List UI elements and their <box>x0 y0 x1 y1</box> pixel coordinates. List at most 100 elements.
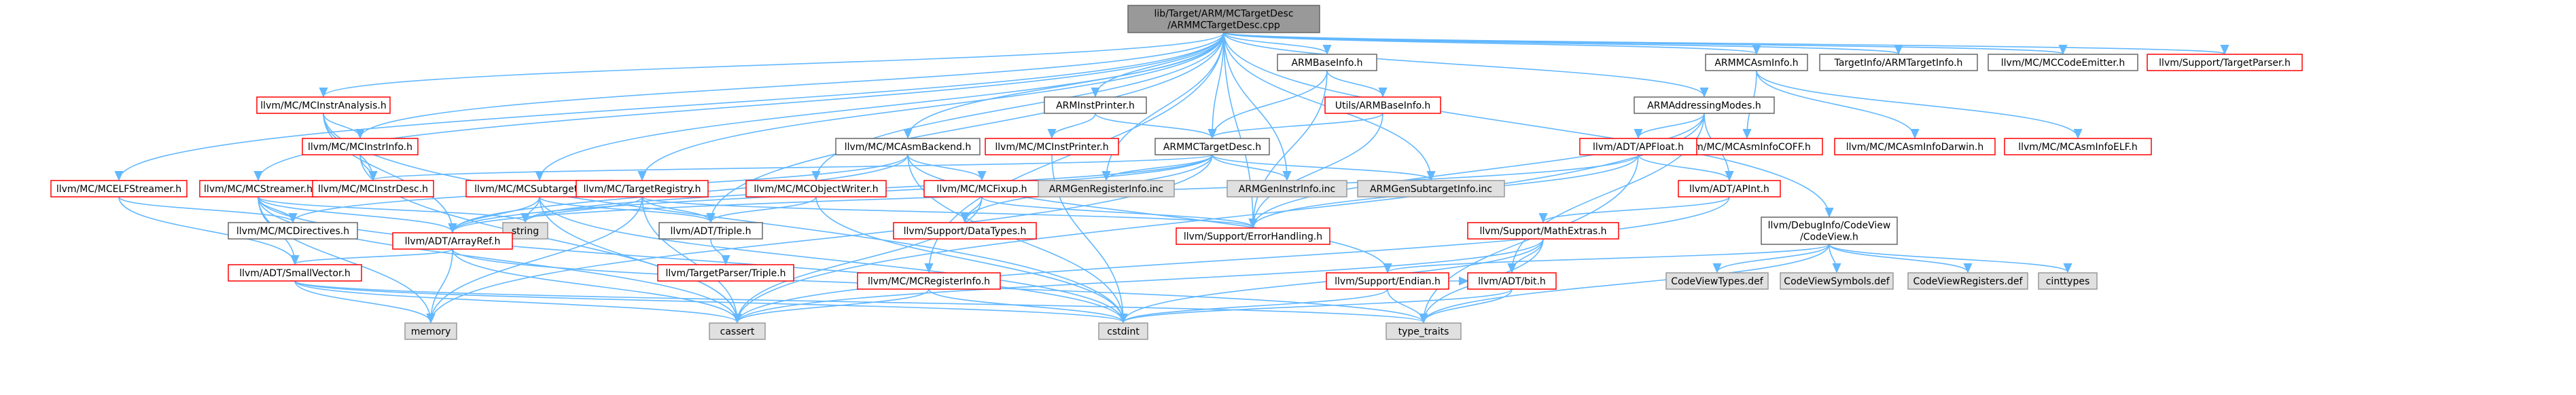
node-box <box>256 96 391 114</box>
node-armgen-register-info[interactable]: ARMGenRegisterInfo.inc <box>1038 180 1175 198</box>
node-label: llvm/MC/MCInstPrinter.h <box>995 142 1108 153</box>
edge-mcinstr-info-to-mcinstr-desc <box>359 154 373 180</box>
edge-armmctarget-desc-to-armgen-register-info <box>1106 154 1213 180</box>
node-box <box>1907 272 2028 290</box>
node-label: llvm/MC/MCInstrInfo.h <box>308 142 412 153</box>
node-label: lib/Target/ARM/MCTargetDesc <box>1154 9 1293 20</box>
node-label: ARMGenRegisterInfo.inc <box>1049 184 1164 195</box>
edge-math-extras-to-cassert <box>737 238 1544 322</box>
node-label: llvm/Support/ErrorHandling.h <box>1184 231 1322 242</box>
node-error-handling[interactable]: llvm/Support/ErrorHandling.h <box>1176 227 1330 245</box>
node-box <box>1467 222 1619 240</box>
node-target-parser-triple[interactable]: llvm/TargetParser/Triple.h <box>657 264 794 282</box>
node-code-view-types[interactable]: CodeViewTypes.def <box>1665 272 1769 290</box>
edge-arminst-printer-to-mcinst-printer <box>1052 113 1096 138</box>
node-code-view-registers[interactable]: CodeViewRegisters.def <box>1907 272 2028 290</box>
node-box <box>1098 322 1148 340</box>
node-box <box>1357 180 1505 198</box>
node-armaddressing-modes[interactable]: ARMAddressingModes.h <box>1634 96 1775 114</box>
node-mcstreamer[interactable]: llvm/MC/MCStreamer.h <box>199 180 317 198</box>
node-mcregister-info[interactable]: llvm/MC/MCRegisterInfo.h <box>857 272 1001 290</box>
node-triple[interactable]: llvm/ADT/Triple.h <box>658 222 763 240</box>
node-box <box>745 180 887 198</box>
node-mcobject-writer[interactable]: llvm/MC/MCObjectWriter.h <box>745 180 887 198</box>
node-mcasm-info-elf[interactable]: llvm/MC/MCAsmInfoELF.h <box>2004 138 2152 155</box>
nodes-layer: lib/Target/ARM/MCTargetDesc/ARMMCTargetD… <box>50 5 2303 340</box>
node-root[interactable]: lib/Target/ARM/MCTargetDesc/ARMMCTargetD… <box>1127 5 1320 33</box>
node-box <box>923 180 1040 198</box>
node-label: llvm/MC/MCAsmInfoDarwin.h <box>1846 142 1984 153</box>
node-small-vector[interactable]: llvm/ADT/SmallVector.h <box>228 264 362 282</box>
node-label: ARMGenSubtargetInfo.inc <box>1370 184 1492 195</box>
node-label: llvm/Support/Endian.h <box>1335 276 1441 287</box>
node-armgen-instr-info[interactable]: ARMGenInstrInfo.inc <box>1227 180 1347 198</box>
node-box <box>1176 227 1330 245</box>
node-box <box>1326 272 1449 290</box>
edge-apint-to-cassert <box>737 196 1730 322</box>
edge-root-to-armgen-instr-info <box>1223 32 1287 180</box>
edge-root-to-arminst-printer <box>1095 32 1224 96</box>
node-box <box>2147 54 2303 71</box>
node-armbase-info[interactable]: ARMBaseInfo.h <box>1277 54 1377 71</box>
node-box <box>50 180 188 198</box>
node-array-ref[interactable]: llvm/ADT/ArrayRef.h <box>392 232 513 250</box>
node-armgen-subtarget-info[interactable]: ARMGenSubtargetInfo.inc <box>1357 180 1505 198</box>
edge-root-to-armaddressing-modes <box>1223 32 1704 96</box>
node-box <box>502 222 548 240</box>
node-mcfixup[interactable]: llvm/MC/MCFixup.h <box>923 180 1040 198</box>
node-cassert[interactable]: cassert <box>709 322 766 340</box>
node-cinttypes[interactable]: cinttypes <box>2038 272 2098 290</box>
node-box <box>2004 138 2152 155</box>
node-label: llvm/Support/MathExtras.h <box>1479 226 1606 237</box>
node-label: cassert <box>720 326 755 337</box>
node-box <box>1038 180 1175 198</box>
edge-mcsubtarget-info-to-string <box>525 196 540 222</box>
node-mcasm-backend[interactable]: llvm/MC/MCAsmBackend.h <box>835 138 981 155</box>
edge-small-vector-to-cassert <box>294 280 737 322</box>
node-code-view-symbols[interactable]: CodeViewSymbols.def <box>1780 272 1894 290</box>
edge-root-to-mccode-emitter <box>1223 32 2063 54</box>
node-arminst-printer[interactable]: ARMInstPrinter.h <box>1044 96 1147 114</box>
node-code-view[interactable]: llvm/DebugInfo/CodeView/CodeView.h <box>1761 217 1898 245</box>
node-mcinst-printer[interactable]: llvm/MC/MCInstPrinter.h <box>985 138 1119 155</box>
node-apint[interactable]: llvm/ADT/APInt.h <box>1678 180 1781 198</box>
node-label: Utils/ARMBaseInfo.h <box>1335 100 1431 111</box>
node-box <box>709 322 766 340</box>
node-memory[interactable]: memory <box>404 322 457 340</box>
node-endian[interactable]: llvm/Support/Endian.h <box>1326 272 1449 290</box>
node-data-types[interactable]: llvm/Support/DataTypes.h <box>893 222 1037 240</box>
edge-mcstreamer-to-array-ref <box>258 196 453 232</box>
edge-root-to-armbase-info <box>1223 32 1327 54</box>
node-armmctarget-desc[interactable]: ARMMCTargetDesc.h <box>1154 138 1270 155</box>
node-bit[interactable]: llvm/ADT/bit.h <box>1467 272 1557 290</box>
node-mcdirectives[interactable]: llvm/MC/MCDirectives.h <box>228 222 358 240</box>
node-box <box>392 232 513 250</box>
node-mcinstr-info[interactable]: llvm/MC/MCInstrInfo.h <box>302 138 419 155</box>
node-box <box>404 322 457 340</box>
edge-root-to-mcelfstreamer <box>119 32 1224 180</box>
node-box <box>658 222 763 240</box>
edge-arminst-printer-to-armmctarget-desc <box>1095 113 1212 138</box>
edge-root-to-mcinstr-analysis <box>323 32 1224 96</box>
node-math-extras[interactable]: llvm/Support/MathExtras.h <box>1467 222 1619 240</box>
node-mcasm-info-darwin[interactable]: llvm/MC/MCAsmInfoDarwin.h <box>1834 138 1996 155</box>
node-label: llvm/MC/MCObjectWriter.h <box>754 184 878 195</box>
node-label: llvm/ADT/bit.h <box>1478 276 1546 287</box>
node-type-traits[interactable]: type_traits <box>1386 322 1462 340</box>
edge-mcsubtarget-info-to-triple <box>539 196 711 222</box>
node-armtarget-info[interactable]: TargetInfo/ARMTargetInfo.h <box>1819 54 1978 71</box>
node-label: llvm/DebugInfo/CodeView <box>1768 221 1891 231</box>
node-mccode-emitter[interactable]: llvm/MC/MCCodeEmitter.h <box>1988 54 2138 71</box>
node-string[interactable]: string <box>502 222 548 240</box>
node-cstdint[interactable]: cstdint <box>1098 322 1148 340</box>
node-mcinstr-desc[interactable]: llvm/MC/MCInstrDesc.h <box>312 180 434 198</box>
node-utils-armbase-info[interactable]: Utils/ARMBaseInfo.h <box>1324 96 1441 114</box>
node-apfloat[interactable]: llvm/ADT/APFloat.h <box>1579 138 1697 155</box>
node-target-parser[interactable]: llvm/Support/TargetParser.h <box>2147 54 2303 71</box>
edge-small-vector-to-cstdint <box>294 280 1123 322</box>
node-armmcasm-info[interactable]: ARMMCAsmInfo.h <box>1705 54 1808 71</box>
node-target-registry[interactable]: llvm/MC/TargetRegistry.h <box>576 180 709 198</box>
node-mcelfstreamer[interactable]: llvm/MC/MCELFStreamer.h <box>50 180 188 198</box>
node-label: ARMBaseInfo.h <box>1291 58 1362 69</box>
node-mcinstr-analysis[interactable]: llvm/MC/MCInstrAnalysis.h <box>256 96 391 114</box>
